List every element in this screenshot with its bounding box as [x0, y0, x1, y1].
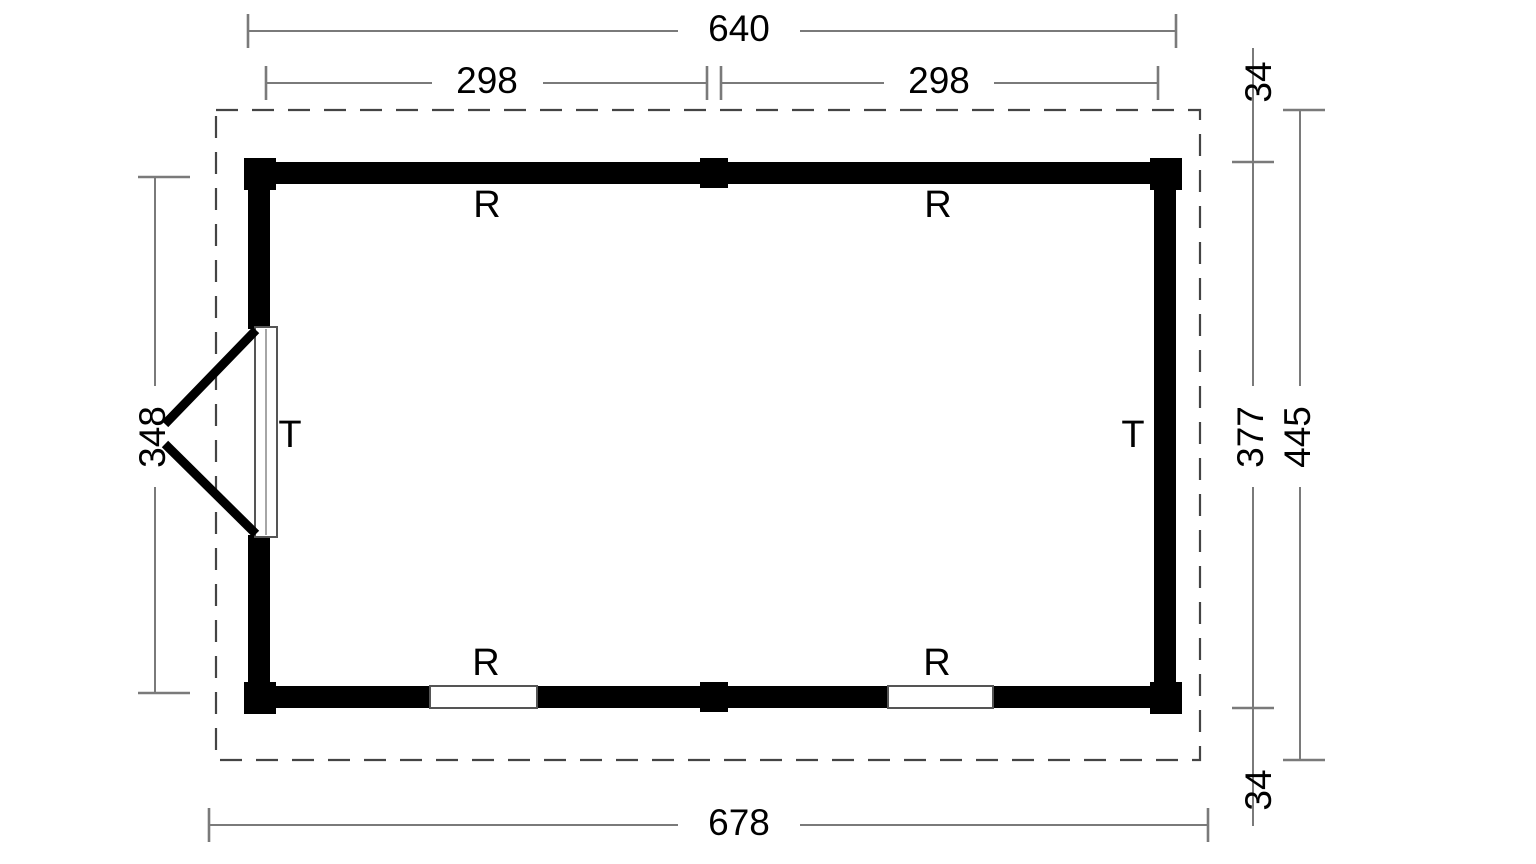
window-bottom-left: [429, 685, 538, 709]
dimension-top-left-bay: 298: [264, 60, 709, 101]
wall-right: [1154, 162, 1176, 708]
door-leaf-lower: [161, 440, 260, 538]
label-wall-right: T: [1121, 414, 1144, 456]
post-corner-top-right: [1150, 158, 1182, 190]
dimension-right-inner-value: 377: [1230, 406, 1271, 468]
roof-overhang-outline: [214, 108, 1202, 762]
door-leaf-upper: [161, 326, 260, 428]
label-wall-bottom-left: R: [472, 642, 499, 684]
label-wall-top-left: R: [473, 184, 500, 226]
dimension-top-right-bay-value: 298: [908, 60, 970, 101]
wall-left-lower: [248, 535, 270, 708]
window-bottom-right: [887, 685, 994, 709]
dimension-right-outer: 445: [1277, 108, 1325, 762]
dimension-right-top-overhang: 34: [1238, 61, 1279, 102]
post-corner-bottom-right: [1150, 682, 1182, 714]
dimension-right-outer-value: 445: [1277, 406, 1318, 468]
dimension-top-overall-value: 640: [708, 8, 770, 49]
dimension-top-left-bay-value: 298: [456, 60, 518, 101]
dimension-top-right-bay: 298: [719, 60, 1160, 101]
dimension-top-overall: 640: [246, 8, 1178, 49]
label-wall-top-right: R: [924, 184, 951, 226]
post-center-top: [700, 158, 728, 188]
post-corner-bottom-left: [244, 682, 276, 714]
dimension-right-bottom-overhang: 34: [1238, 769, 1279, 810]
dimension-bottom-overall: 678: [207, 802, 1210, 843]
post-center-bottom: [700, 682, 728, 712]
dimension-right-bottom-overhang-value: 34: [1238, 769, 1279, 810]
dimension-right-inner: 377: [1230, 48, 1274, 826]
dimension-left-overall: 348: [132, 175, 190, 695]
post-corner-top-left: [244, 158, 276, 190]
label-wall-bottom-right: R: [923, 642, 950, 684]
label-door-left: T: [278, 414, 301, 456]
wall-left-upper: [248, 162, 270, 329]
dimension-bottom-overall-value: 678: [708, 802, 770, 843]
dimension-right-top-overhang-value: 34: [1238, 61, 1279, 102]
dimension-left-overall-value: 348: [132, 406, 173, 468]
